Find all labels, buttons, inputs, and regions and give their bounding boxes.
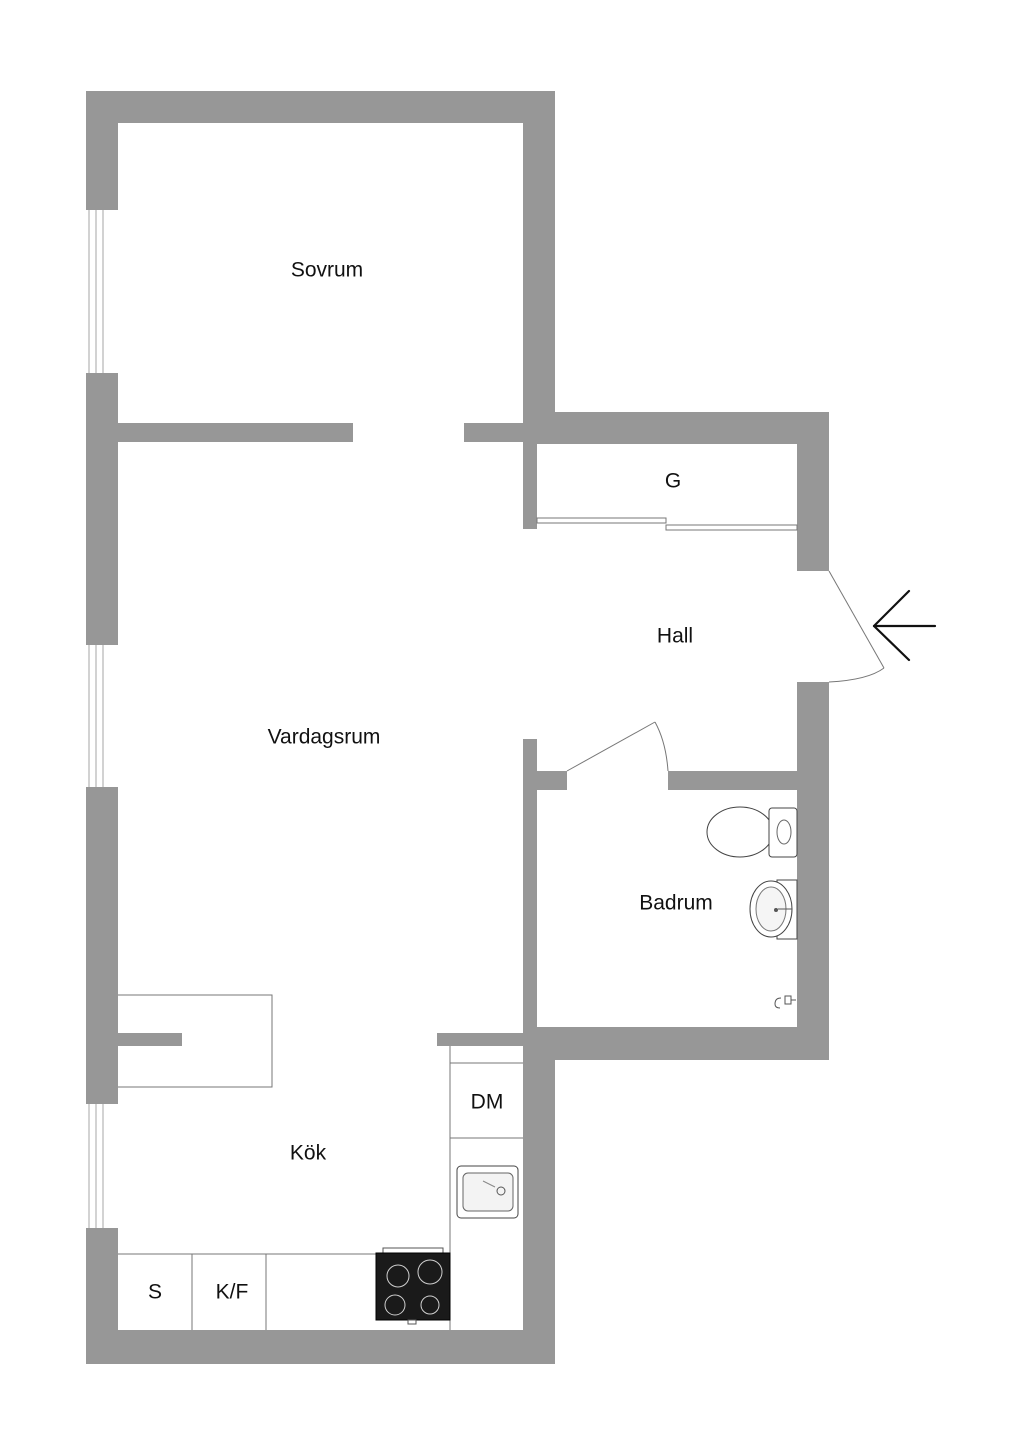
room-label-badrum: Badrum — [639, 892, 713, 915]
fixture-label-dm: DM — [471, 1091, 504, 1114]
stove-icon — [375, 1247, 451, 1325]
wall-stubs — [118, 423, 797, 1046]
washbasin-icon — [749, 879, 798, 940]
fixture-label-s: S — [148, 1281, 162, 1304]
bathroom-door — [566, 721, 669, 772]
room-floors — [118, 123, 835, 1330]
room-label-hall: Hall — [657, 625, 693, 648]
kitchen-bottom-counter — [118, 1253, 376, 1330]
toilet-icon — [706, 806, 798, 858]
floor-drain-icon — [774, 995, 796, 1009]
room-label-kok: Kök — [290, 1142, 327, 1165]
room-label-vardagsrum: Vardagsrum — [268, 726, 381, 749]
entrance-door — [828, 570, 885, 683]
window-vardagsrum — [86, 645, 118, 787]
room-label-garderob: G — [665, 470, 681, 493]
fixture-label-kf: K/F — [216, 1281, 249, 1304]
window-sovrum — [86, 210, 118, 373]
entrance-arrow-icon — [872, 589, 937, 662]
window-kok — [86, 1104, 118, 1228]
room-label-sovrum: Sovrum — [291, 259, 363, 282]
kitchen-sink-icon — [456, 1165, 519, 1219]
kitchen-counter-outline — [118, 994, 273, 1088]
wardrobe-sliding-doors — [536, 517, 798, 531]
